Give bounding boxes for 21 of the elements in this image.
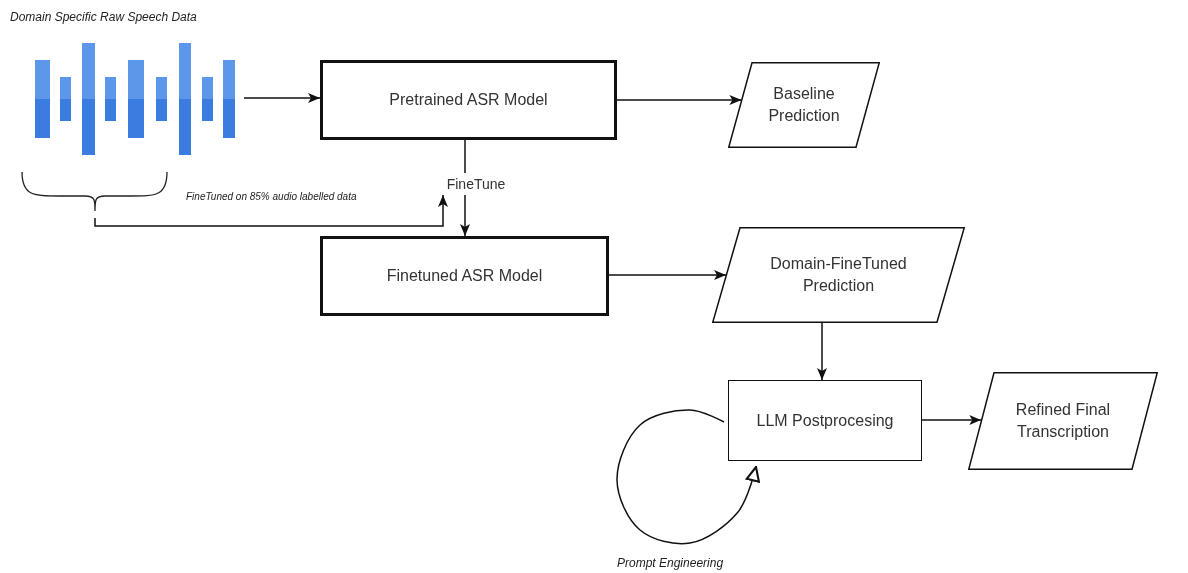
node-label: Domain-FineTuned Prediction — [769, 254, 908, 296]
arrow — [817, 322, 827, 381]
node-label: Baseline Prediction — [767, 84, 841, 126]
process-box — [320, 236, 609, 316]
arrow — [243, 93, 321, 103]
arrow — [616, 409, 760, 545]
node-label: Pretrained ASR Model — [389, 90, 548, 110]
node-label: Refined Final Transcription — [1014, 400, 1112, 442]
edge-label: Prompt Engineering — [617, 556, 724, 570]
arrow — [921, 415, 982, 425]
edge-label: FineTuned on 85% audio labelled data — [186, 191, 357, 202]
process-box — [320, 60, 617, 140]
arrow — [616, 95, 743, 105]
node-label: LLM Postprocesing — [756, 410, 894, 431]
arrow — [460, 194, 470, 237]
caption-text: Domain Specific Raw Speech Data — [10, 10, 197, 24]
connector-line — [464, 139, 466, 174]
arrow — [608, 270, 727, 280]
process-box — [728, 380, 922, 461]
node-label: Finetuned ASR Model — [386, 266, 543, 286]
arrow — [94, 194, 448, 227]
